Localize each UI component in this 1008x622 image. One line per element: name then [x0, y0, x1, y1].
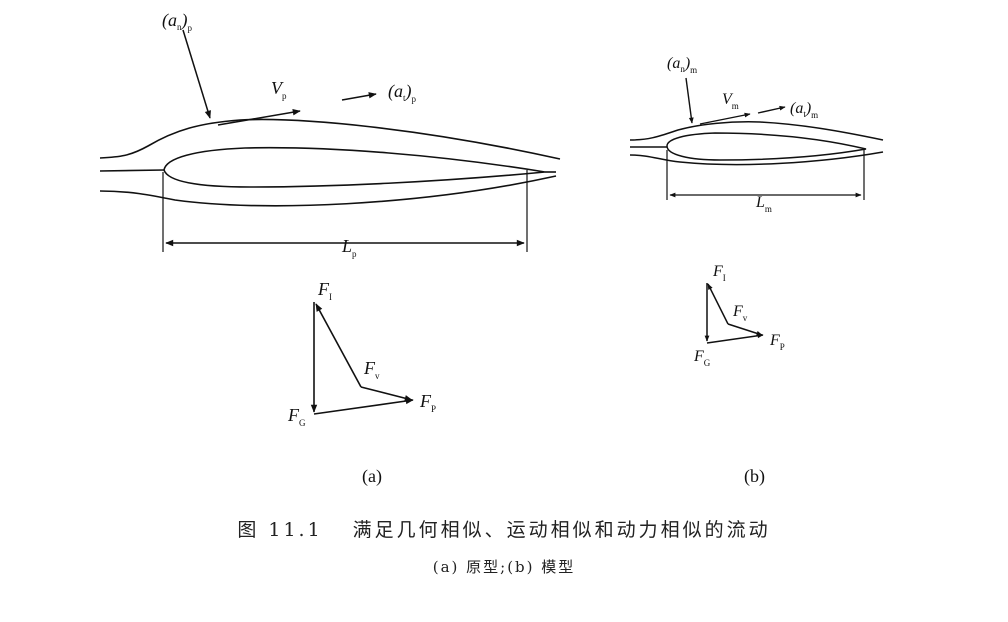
force-I-arrow-a: [315, 303, 362, 388]
caption-number: 图 11.1: [237, 519, 323, 541]
panel-b-labels: (an)m Vm (at)m Lm FI Fv FG FP (b): [667, 55, 818, 487]
upper-streamline-a: [99, 118, 561, 160]
label-L-a: Lp: [341, 236, 357, 259]
tangential-accel-arrow-b: [757, 105, 786, 114]
label-at-a: (at)p: [388, 81, 417, 104]
label-FG-a: FG: [287, 405, 306, 428]
lower-streamline-b2: [629, 151, 884, 166]
label-FG-b: FG: [693, 348, 711, 368]
figure-subcaption: (a) 原型;(b) 模型: [432, 558, 576, 576]
label-an-a: (an)p: [162, 10, 193, 33]
label-FP-a: FP: [419, 391, 436, 414]
force-P-arrow-a: [313, 397, 414, 415]
label-an-b: (an)m: [667, 55, 697, 75]
force-P-arrow-b: [706, 333, 764, 344]
velocity-arrow-b: [699, 112, 751, 125]
label-V-b: Vm: [722, 91, 739, 111]
lower-streamline-a2: [99, 175, 557, 207]
panel-a-labels: (an)p Vp (at)p Lp FI Fv FG FP (a): [162, 10, 436, 487]
label-Fv-b: Fv: [732, 303, 748, 323]
panel-label-a: (a): [362, 466, 382, 487]
label-Fv-a: Fv: [363, 358, 380, 381]
velocity-arrow-a: [217, 109, 301, 126]
caption-title: 满足几何相似、运动相似和动力相似的流动: [352, 519, 771, 541]
label-at-b: (at)m: [790, 100, 818, 120]
label-FI-b: FI: [712, 263, 726, 283]
label-L-b: Lm: [755, 194, 772, 214]
normal-accel-arrow-a: [182, 29, 211, 119]
panel-a: [99, 29, 561, 415]
label-FI-a: FI: [317, 279, 332, 302]
upper-streamline-b: [629, 121, 884, 141]
lower-streamline-a1: [99, 169, 165, 172]
normal-accel-arrow-b: [685, 77, 694, 124]
force-v-arrow-b: [727, 323, 763, 336]
figure-caption: 图 11.1 满足几何相似、运动相似和动力相似的流动: [0, 515, 1008, 542]
force-I-arrow-b: [707, 283, 729, 325]
force-v-arrow-a: [360, 386, 413, 402]
tangential-accel-arrow-a: [341, 92, 377, 101]
airfoil-a: [163, 146, 546, 188]
airfoil-b: [666, 132, 867, 161]
panel-b: [629, 77, 884, 344]
label-FP-b: FP: [769, 332, 785, 352]
panel-label-b: (b): [744, 466, 765, 487]
label-V-a: Vp: [271, 78, 287, 101]
